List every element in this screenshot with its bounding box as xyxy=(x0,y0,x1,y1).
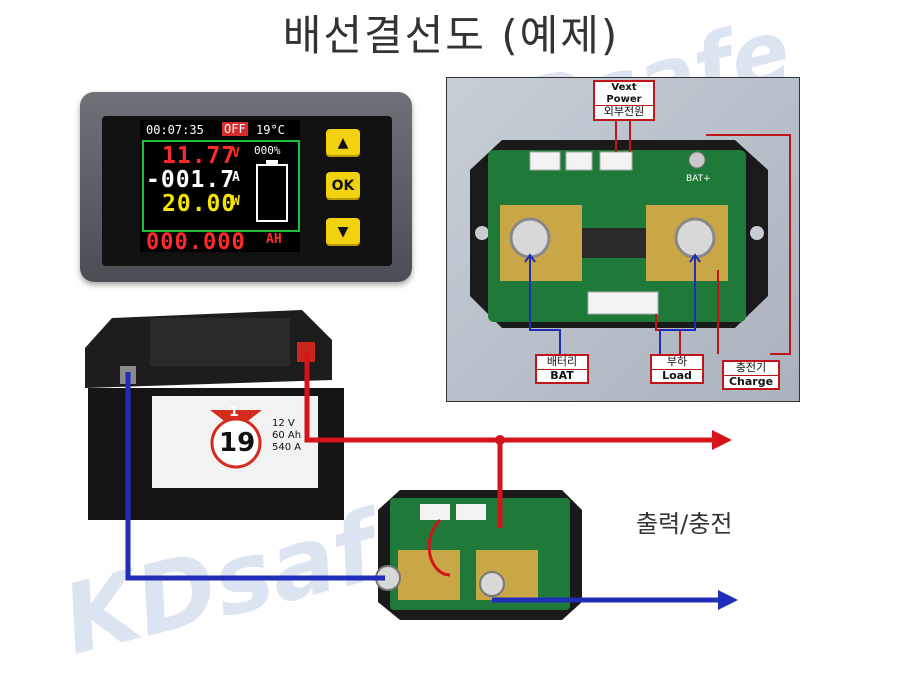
label-vext-ko: 외부전원 xyxy=(595,105,653,119)
shunt-board-photo xyxy=(446,77,800,402)
meter-power: 20.00 xyxy=(162,191,237,217)
meter-ok-button[interactable]: OK xyxy=(326,172,360,200)
label-load: 부하 Load xyxy=(650,354,704,385)
battery-body xyxy=(88,388,344,520)
bottom-bolt-left xyxy=(375,565,401,591)
battery-spec-capacity: 60 Ah xyxy=(272,430,302,441)
label-charge-ko: 충전기 xyxy=(735,361,767,374)
positive-arrow-head xyxy=(712,430,732,450)
meter-time: 00:07:35 xyxy=(146,123,204,137)
bottom-shunt-housing xyxy=(378,490,582,620)
meter-down-button[interactable]: ▼ xyxy=(326,218,360,246)
negative-terminal xyxy=(120,366,136,384)
meter-battery-percent: 000% xyxy=(254,144,281,157)
label-battery-en: BAT xyxy=(537,368,587,383)
label-battery-ko: 배터리 xyxy=(546,355,578,368)
meter-current: -001.7 xyxy=(146,167,236,193)
meter-lcd: 00:07:35 OFF 19°C 11.77 V -001.7 A 20.00… xyxy=(140,120,300,255)
meter-capacity-unit: AH xyxy=(266,232,282,247)
battery-spec-cca: 540 A xyxy=(272,442,302,453)
meter-up-button[interactable]: ▲ xyxy=(326,129,360,157)
battery-spec-voltage: 12 V xyxy=(272,418,295,429)
meter-power-unit: W xyxy=(232,194,240,209)
diagram-title: 배선결선도 (예제) xyxy=(282,11,620,60)
label-bat-plus: BAT+ xyxy=(686,174,711,184)
label-charge-en: Charge xyxy=(724,374,778,389)
label-vext-en: Vext Power xyxy=(606,82,642,105)
label-battery: 배터리 BAT xyxy=(535,354,589,385)
positive-junction xyxy=(495,435,505,445)
battery-level-icon xyxy=(256,160,288,222)
bottom-connector-b xyxy=(456,504,486,520)
battery-lid xyxy=(150,318,290,366)
label-charge: 충전기 Charge xyxy=(722,360,780,391)
battery-top xyxy=(85,310,332,388)
positive-terminal xyxy=(297,342,315,362)
battery-badge-number: 1 xyxy=(229,404,239,420)
bottom-connector-a xyxy=(420,504,450,520)
bottom-shunt-left xyxy=(398,550,460,600)
battery-model-number: 19 xyxy=(219,428,256,458)
negative-arrow-head xyxy=(718,590,738,610)
meter-temperature: 19°C xyxy=(256,123,285,137)
meter-readout-frame xyxy=(142,140,300,232)
meter-voltage-unit: V xyxy=(232,146,240,161)
label-vext-power: Vext Power 외부전원 xyxy=(593,80,655,121)
meter-current-unit: A xyxy=(232,170,240,185)
bottom-red-jumper xyxy=(427,518,451,577)
meter-voltage: 11.77 xyxy=(162,143,237,169)
bottom-pcb xyxy=(390,498,570,610)
label-load-ko: 부하 xyxy=(666,355,688,368)
watermark-bottom: KDsafe xyxy=(52,475,451,677)
bottom-bolt-right xyxy=(479,571,505,597)
label-load-en: Load xyxy=(652,368,702,383)
bottom-shunt-right xyxy=(476,550,538,600)
meter-capacity: 000.000 xyxy=(146,230,246,255)
meter-state: OFF xyxy=(222,122,248,136)
output-charge-label: 출력/충전 xyxy=(636,510,733,538)
negative-wire xyxy=(125,372,385,581)
